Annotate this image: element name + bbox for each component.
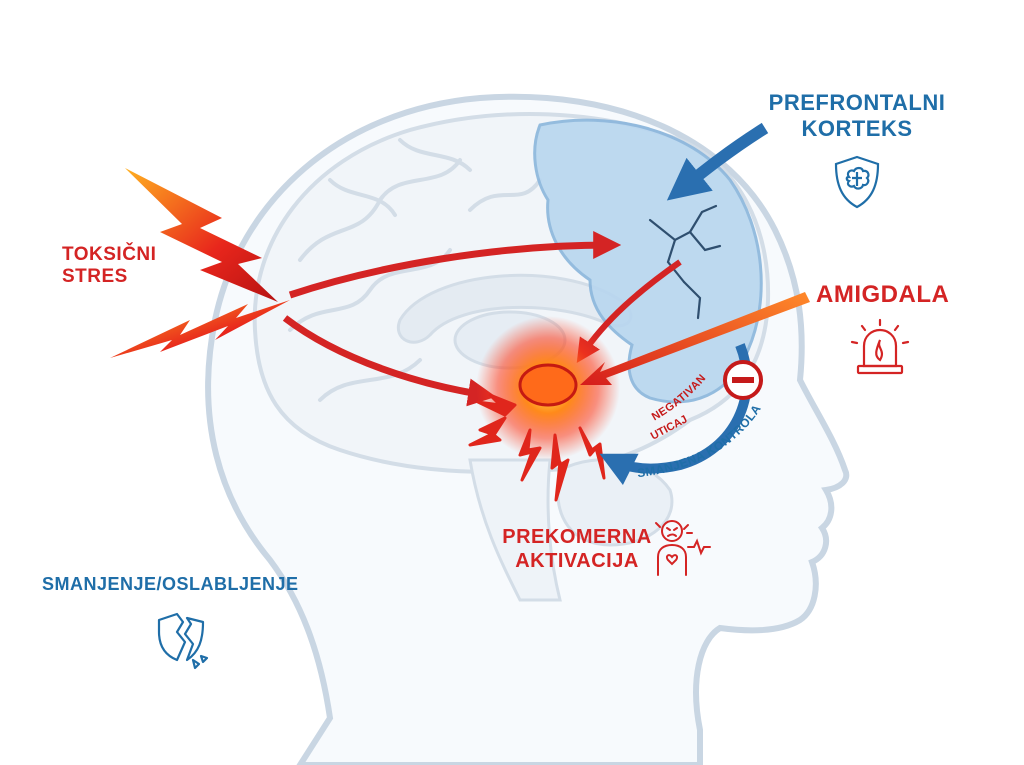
broken-shield-icon	[159, 614, 207, 668]
alarm-light-icon	[852, 320, 908, 373]
label-toxic-stress-line1: TOKSIČNI	[62, 244, 156, 266]
label-toxic-stress-line2: STRES	[62, 266, 156, 288]
label-toxic-stress: TOKSIČNI STRES	[62, 244, 156, 289]
label-overactivation-line1: PREKOMERNA	[502, 526, 652, 550]
label-prefrontal-line2: KORTEKS	[752, 116, 962, 142]
label-prefrontal-line1: PREFRONTALNI	[752, 90, 962, 116]
label-prefrontal-cortex: PREFRONTALNI KORTEKS	[752, 90, 962, 142]
label-overactivation: PREKOMERNA AKTIVACIJA	[502, 526, 652, 573]
label-amygdala: AMIGDALA	[816, 281, 949, 309]
amygdala	[520, 365, 576, 405]
minus-circle-icon	[725, 362, 761, 398]
label-weakening: SMANJENJE/OSLABLJENJE	[42, 574, 299, 595]
shield-brain-icon	[836, 157, 878, 207]
label-overactivation-line2: AKTIVACIJA	[502, 550, 652, 574]
